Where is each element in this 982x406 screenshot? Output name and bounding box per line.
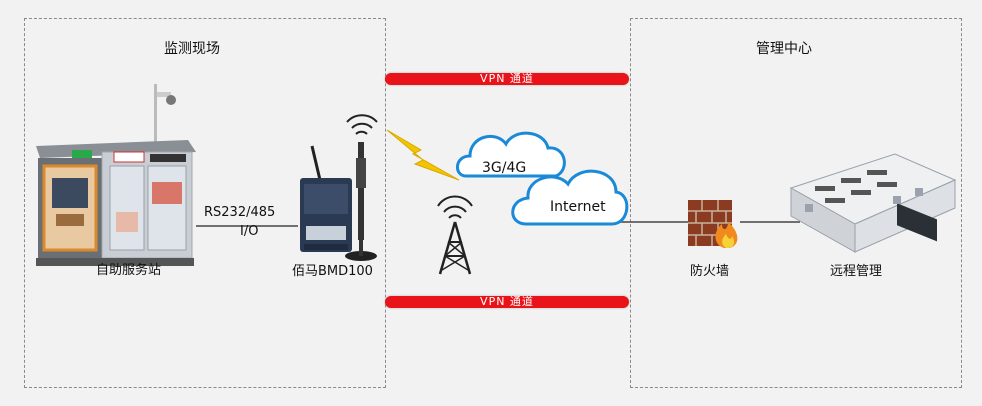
lightning-icon bbox=[386, 129, 460, 181]
monitoring-site-zone bbox=[24, 18, 386, 388]
firewall-icon bbox=[688, 200, 738, 248]
kiosk-label: 自助服务站 bbox=[96, 263, 162, 278]
link-label-line1: RS232/485 bbox=[204, 205, 276, 220]
management-center-zone bbox=[630, 18, 962, 388]
cloud-3g4g-icon bbox=[456, 131, 566, 178]
cloud-group bbox=[456, 131, 629, 226]
vpn-tunnel-top-label: VPN 通道 bbox=[480, 72, 534, 85]
control-room-icon bbox=[789, 153, 957, 253]
vpn-tunnel-top bbox=[385, 73, 629, 85]
firewall-label: 防火墙 bbox=[690, 264, 730, 279]
cloud-internet-label: Internet bbox=[550, 199, 606, 215]
cell-tower-icon bbox=[437, 195, 473, 275]
link-label-line2: I/O bbox=[240, 224, 259, 239]
management-center-title: 管理中心 bbox=[756, 41, 812, 57]
vpn-tunnel-bottom-label: VPN 通道 bbox=[480, 295, 534, 308]
kiosk-icon bbox=[36, 84, 196, 266]
remote-management-label: 远程管理 bbox=[830, 264, 883, 279]
router-label: 佰马BMD100 bbox=[292, 264, 373, 279]
cloud-3g4g-label: 3G/4G bbox=[482, 160, 527, 176]
vpn-tunnel-bottom bbox=[385, 296, 629, 308]
cloud-internet-icon bbox=[511, 169, 629, 226]
monitoring-site-title: 监测现场 bbox=[164, 41, 220, 57]
router-icon bbox=[300, 114, 378, 261]
